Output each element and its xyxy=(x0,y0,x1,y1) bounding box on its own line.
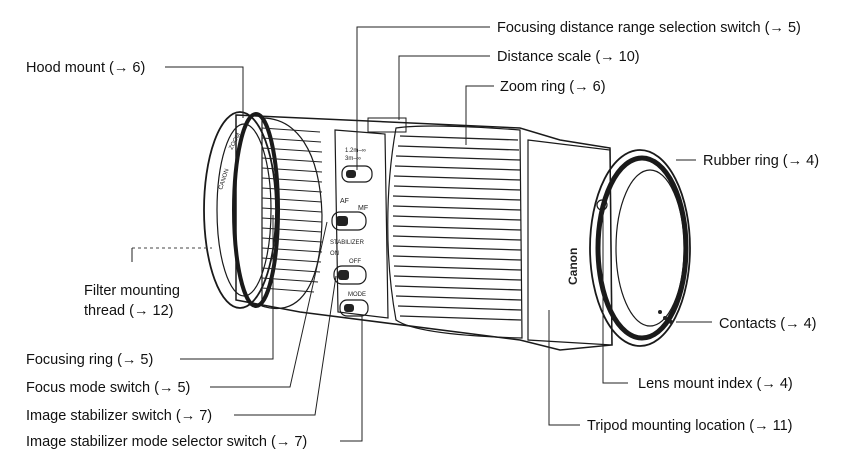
range-bottom-text: 3m–∞ xyxy=(345,156,361,162)
stabilizer-text: STABILIZER xyxy=(330,240,365,246)
front-ring-inner xyxy=(216,123,272,297)
on-text: ON xyxy=(330,251,339,257)
image-stabilizer-switch[interactable] xyxy=(333,265,367,285)
distance-scale-window xyxy=(367,117,407,133)
rubber-ring xyxy=(595,155,689,341)
stabilizer-mode-switch[interactable] xyxy=(339,299,369,317)
lens-illustration: CANON ZOOM 1.2m–∞ 3m–∞ AF MF xyxy=(203,111,691,351)
focusing-ring-label: Focusing ring (→ 5) xyxy=(26,352,153,368)
zoom-ring-ribs xyxy=(392,135,522,321)
switch-panel: 1.2m–∞ 3m–∞ AF MF STABILIZER ON OFF MODE xyxy=(330,117,407,319)
focus-mode-switch-label: Focus mode switch (→ 5) xyxy=(26,380,190,396)
contacts-label: Contacts (→ 4) xyxy=(719,316,817,332)
mode-text: MODE xyxy=(348,292,366,298)
focus-ring-body xyxy=(261,117,323,309)
mf-text: MF xyxy=(358,205,368,212)
lens-mount-index-dot xyxy=(596,199,608,211)
brand-text: Canon xyxy=(566,248,580,285)
focus-ring-ribs xyxy=(261,127,323,293)
tripod-mount-label: Tripod mounting location (→ 11) xyxy=(587,418,793,434)
af-text: AF xyxy=(340,198,349,205)
focus-mode-switch[interactable] xyxy=(331,211,367,231)
filter-thread-label-line1: Filter mounting xyxy=(84,283,180,299)
front-ring-band xyxy=(232,112,280,308)
zoom-ring-body xyxy=(387,125,523,339)
hood-mount-label: Hood mount (→ 6) xyxy=(26,60,145,76)
rubber-ring-label: Rubber ring (→ 4) xyxy=(703,153,819,169)
range-top-text: 1.2m–∞ xyxy=(345,148,366,154)
lens-barrel xyxy=(235,114,613,351)
image-stabilizer-switch-label: Image stabilizer switch (→ 7) xyxy=(26,408,212,424)
rear-body xyxy=(527,139,613,346)
zoom-ring-label: Zoom ring (→ 6) xyxy=(500,79,606,95)
stabilizer-mode-switch-label: Image stabilizer mode selector switch (→… xyxy=(26,434,307,450)
rear-mount-inner xyxy=(615,169,685,327)
focus-range-label: Focusing distance range selection switch… xyxy=(497,20,801,36)
callout-labels: Hood mount (→ 6) Focusing distance range… xyxy=(26,20,819,450)
lens-mount-index-label: Lens mount index (→ 4) xyxy=(638,376,793,392)
filter-thread-label-line2: thread (→ 12) xyxy=(84,303,173,319)
leader-lines xyxy=(131,26,712,442)
rear-mount-outer xyxy=(589,149,691,347)
off-text: OFF xyxy=(349,259,361,265)
distance-scale-label: Distance scale (→ 10) xyxy=(497,49,640,65)
contacts xyxy=(658,310,673,324)
